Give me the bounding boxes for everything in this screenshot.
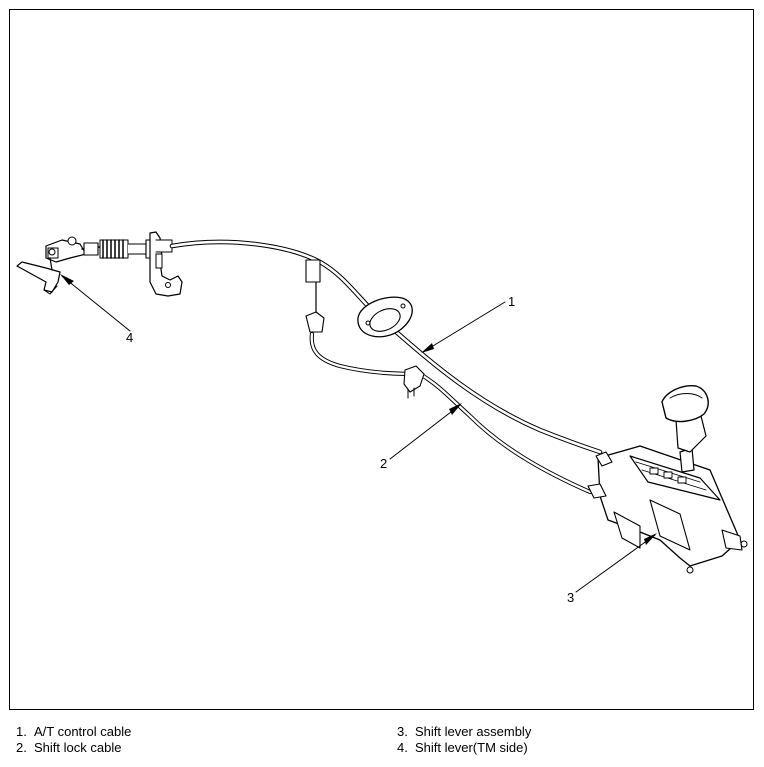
- callout-4: 4: [126, 330, 133, 345]
- legend-number: 2.: [16, 740, 27, 755]
- legend-label: Shift lever(TM side): [415, 740, 528, 755]
- legend-label: Shift lever assembly: [415, 724, 532, 739]
- callout-arrowheads: [60, 274, 657, 545]
- legend-item: 3. Shift lever assembly: [397, 724, 531, 740]
- callout-3: 3: [567, 590, 574, 605]
- at-control-cable: [169, 239, 603, 455]
- callout-2: 2: [380, 456, 387, 471]
- legend-left: 1. A/T control cable 2. Shift lock cable: [16, 724, 131, 756]
- legend-item: 2. Shift lock cable: [16, 740, 131, 756]
- legend-item: 4. Shift lever(TM side): [397, 740, 531, 756]
- legend-item: 1. A/T control cable: [16, 724, 131, 740]
- shift-lever-assembly: [587, 385, 748, 574]
- legend-number: 3.: [397, 724, 408, 739]
- diagram-frame: [9, 9, 754, 710]
- cable-end-bracket: [81, 231, 183, 297]
- grommet-plate: [357, 296, 413, 338]
- legend-number: 4.: [397, 740, 408, 755]
- legend-label: Shift lock cable: [34, 740, 122, 755]
- legend-right: 3. Shift lever assembly 4. Shift lever(TM …: [397, 724, 531, 756]
- legend-label: A/T control cable: [34, 724, 132, 739]
- legend-number: 1.: [16, 724, 27, 739]
- shift-lock-cable: [305, 259, 593, 495]
- tm-shift-lever: [16, 236, 87, 295]
- callout-1: 1: [508, 294, 515, 309]
- callout-leaders: [61, 275, 656, 593]
